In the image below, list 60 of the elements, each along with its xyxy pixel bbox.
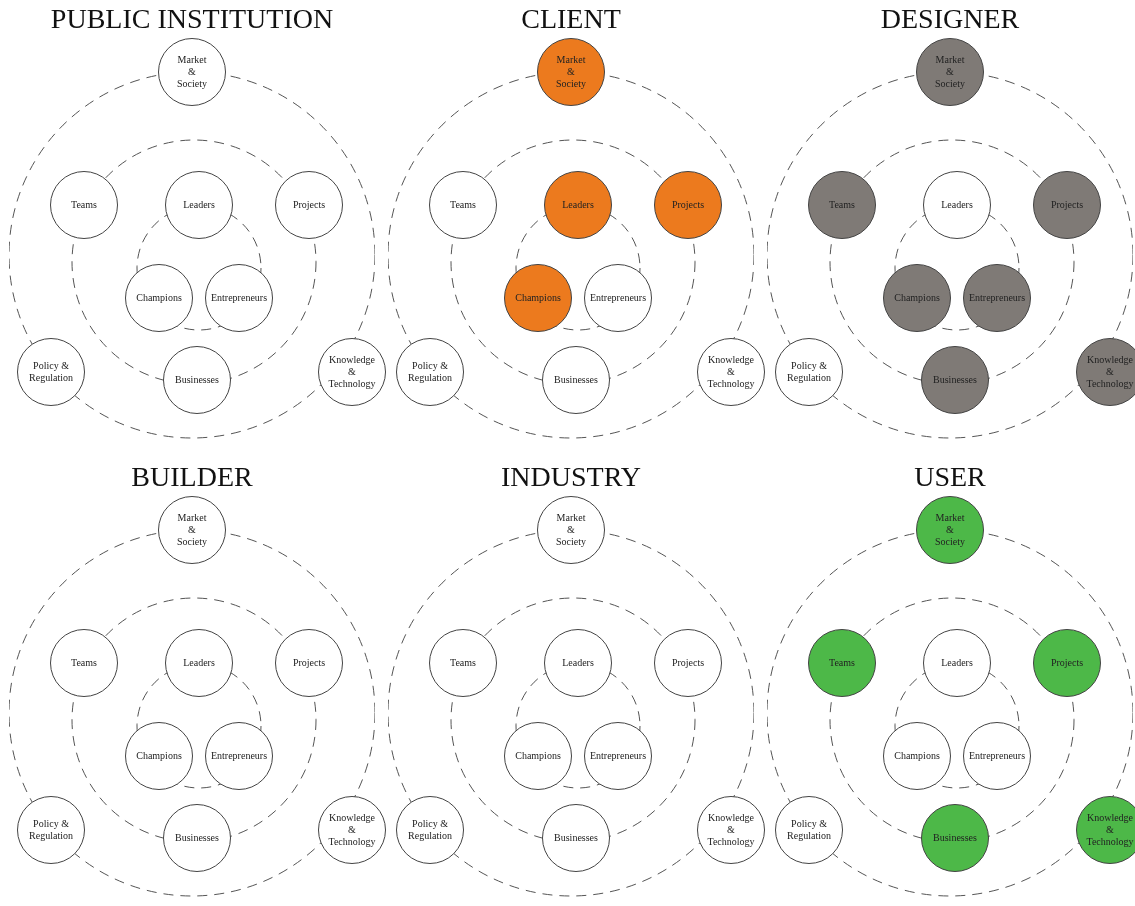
circle-node: Teams — [429, 629, 497, 697]
circle-node: Teams — [50, 629, 118, 697]
circle-node: Policy & Regulation — [775, 796, 843, 864]
circle-node: Leaders — [923, 171, 991, 239]
circle-node: Entrepreneurs — [963, 264, 1031, 332]
circle-node: Knowledge & Technology — [1076, 338, 1135, 406]
circle-node: Teams — [50, 171, 118, 239]
panel-title: BUILDER — [131, 462, 253, 492]
circle-node: Knowledge & Technology — [318, 338, 386, 406]
circle-node: Champions — [883, 264, 951, 332]
panel-title: DESIGNER — [880, 4, 1020, 34]
circle-node: Champions — [883, 722, 951, 790]
circle-node: Businesses — [921, 804, 989, 872]
circle-node: Knowledge & Technology — [1076, 796, 1135, 864]
circle-node: Businesses — [163, 804, 231, 872]
panel-title: INDUSTRY — [501, 462, 641, 492]
circle-node: Champions — [125, 264, 193, 332]
circle-node: Entrepreneurs — [584, 722, 652, 790]
circle-node: Leaders — [923, 629, 991, 697]
circle-node: Entrepreneurs — [205, 722, 273, 790]
circle-node: Leaders — [165, 171, 233, 239]
circle-node: Teams — [808, 171, 876, 239]
circle-node: Projects — [654, 629, 722, 697]
circle-node: Businesses — [163, 346, 231, 414]
circle-node: Knowledge & Technology — [697, 796, 765, 864]
panel-title: PUBLIC INSTITUTION — [50, 4, 334, 34]
circle-node: Leaders — [165, 629, 233, 697]
circle-node: Policy & Regulation — [17, 338, 85, 406]
circle-node: Projects — [654, 171, 722, 239]
circle-node: Champions — [504, 722, 572, 790]
circle-node: Market & Society — [537, 496, 605, 564]
circle-node: Projects — [1033, 629, 1101, 697]
circle-node: Policy & Regulation — [396, 796, 464, 864]
circle-node: Projects — [275, 171, 343, 239]
circle-node: Teams — [429, 171, 497, 239]
circle-node: Teams — [808, 629, 876, 697]
circle-node: Knowledge & Technology — [697, 338, 765, 406]
circle-node: Market & Society — [537, 38, 605, 106]
panel-title: USER — [914, 462, 986, 492]
circle-node: Champions — [504, 264, 572, 332]
circle-node: Projects — [275, 629, 343, 697]
circle-node: Market & Society — [916, 38, 984, 106]
circle-node: Policy & Regulation — [17, 796, 85, 864]
circle-node: Market & Society — [158, 38, 226, 106]
circle-node: Leaders — [544, 629, 612, 697]
circle-node: Businesses — [921, 346, 989, 414]
circle-node: Policy & Regulation — [775, 338, 843, 406]
circle-node: Entrepreneurs — [584, 264, 652, 332]
circle-node: Market & Society — [916, 496, 984, 564]
panel-title: CLIENT — [521, 4, 621, 34]
circle-node: Entrepreneurs — [963, 722, 1031, 790]
circle-node: Market & Society — [158, 496, 226, 564]
circle-node: Entrepreneurs — [205, 264, 273, 332]
circle-node: Leaders — [544, 171, 612, 239]
circle-node: Policy & Regulation — [396, 338, 464, 406]
circle-node: Champions — [125, 722, 193, 790]
circle-node: Businesses — [542, 804, 610, 872]
circle-node: Projects — [1033, 171, 1101, 239]
circle-node: Knowledge & Technology — [318, 796, 386, 864]
circle-node: Businesses — [542, 346, 610, 414]
